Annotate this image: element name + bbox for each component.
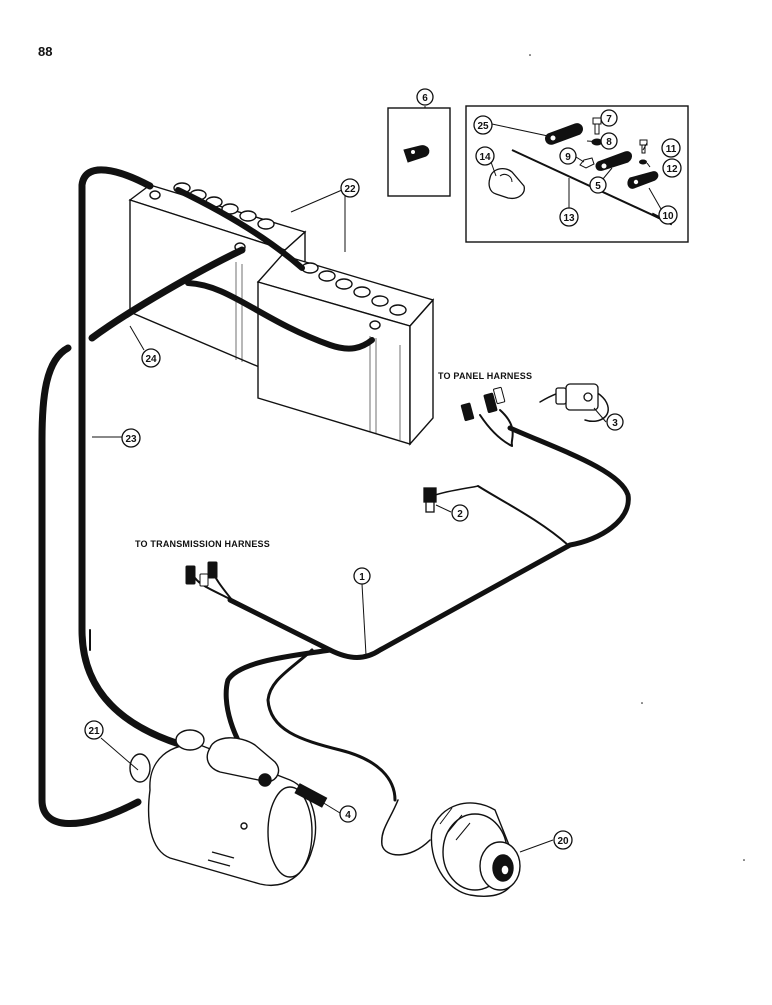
svg-text:24: 24 — [145, 354, 157, 365]
svg-text:23: 23 — [125, 434, 137, 445]
callout-11: 11 — [661, 138, 681, 158]
page-number: 88 — [38, 44, 52, 59]
svg-text:25: 25 — [477, 121, 489, 132]
bolt-4 — [294, 783, 328, 808]
svg-text:12: 12 — [666, 164, 678, 175]
svg-text:7: 7 — [606, 114, 612, 125]
leader-lines — [92, 106, 662, 853]
cable-24 — [88, 246, 246, 342]
callout-14: 14 — [475, 146, 495, 166]
callout-23: 23 — [121, 428, 141, 448]
callout-5: 5 — [589, 176, 607, 194]
alternator — [430, 802, 521, 897]
inset-box-6 — [387, 107, 451, 197]
panel-connector — [460, 386, 506, 422]
label-transmission-harness: TO TRANSMISSION HARNESS — [135, 539, 270, 549]
svg-text:1: 1 — [359, 572, 365, 583]
specks — [529, 54, 745, 861]
callout-3: 3 — [606, 413, 624, 431]
cable-return — [38, 344, 142, 827]
svg-text:3: 3 — [612, 418, 618, 429]
callout-9: 9 — [559, 147, 577, 165]
svg-text:9: 9 — [565, 152, 571, 163]
svg-text:6: 6 — [422, 93, 428, 104]
svg-text:21: 21 — [88, 726, 100, 737]
transmission-connector — [185, 561, 218, 587]
svg-text:14: 14 — [479, 152, 491, 163]
starter-motor — [129, 729, 317, 886]
callout-24: 24 — [141, 348, 161, 368]
callout-7: 7 — [600, 109, 618, 127]
callout-25: 25 — [473, 115, 493, 135]
callout-2: 2 — [451, 504, 469, 522]
svg-text:22: 22 — [344, 184, 356, 195]
switch-3 — [555, 383, 599, 411]
callout-6: 6 — [416, 88, 434, 106]
callout-22: 22 — [340, 178, 360, 198]
callout-4: 4 — [339, 805, 357, 823]
callout-10: 10 — [658, 205, 678, 225]
callout-21: 21 — [84, 720, 104, 740]
callouts: 1 2 3 4 5 6 7 8 9 10 11 12 13 14 20 21 2… — [84, 88, 682, 850]
callout-1: 1 — [353, 567, 371, 585]
svg-text:11: 11 — [666, 144, 677, 155]
svg-text:13: 13 — [563, 213, 575, 224]
svg-text:10: 10 — [662, 211, 674, 222]
svg-text:2: 2 — [457, 509, 463, 520]
svg-text:20: 20 — [557, 836, 569, 847]
cable-24-lower — [185, 280, 375, 352]
svg-text:8: 8 — [606, 137, 612, 148]
battery-jumper — [175, 187, 305, 271]
svg-text:5: 5 — [595, 181, 601, 192]
callout-20: 20 — [553, 830, 573, 850]
svg-text:4: 4 — [345, 810, 351, 821]
label-panel-harness: TO PANEL HARNESS — [438, 371, 532, 381]
callout-8: 8 — [600, 132, 618, 150]
battery-front — [256, 254, 435, 446]
sender-2 — [423, 487, 437, 513]
callout-13: 13 — [559, 207, 579, 227]
callout-12: 12 — [662, 158, 682, 178]
